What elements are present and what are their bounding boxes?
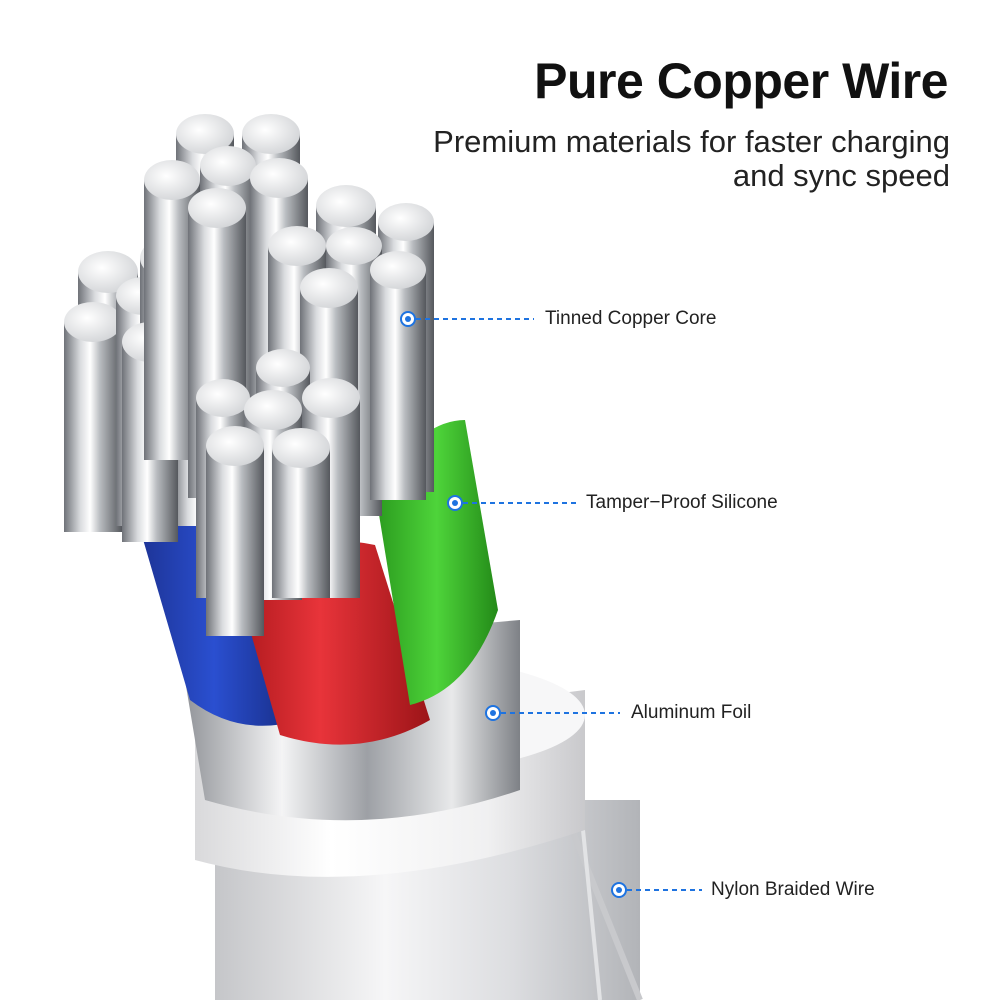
copper-strand [206, 426, 264, 636]
label-nylon-braided-wire: Nylon Braided Wire [711, 879, 875, 900]
label-tinned-copper-core: Tinned Copper Core [545, 308, 717, 329]
callout-pointer-core [400, 311, 534, 327]
label-aluminum-foil: Aluminum Foil [631, 702, 752, 723]
page-subtitle: Premium materials for faster charging an… [390, 125, 950, 193]
callout-pointer-foil [485, 705, 620, 721]
copper-strand [370, 251, 426, 500]
subtitle-line-1: Premium materials for faster charging [433, 124, 950, 159]
callout-pointers [400, 311, 702, 898]
copper-strand [272, 428, 330, 598]
tinned-copper-strands [64, 114, 434, 636]
subtitle-line-2: and sync speed [732, 158, 950, 193]
callout-pointer-nylon [611, 882, 702, 898]
page-title: Pure Copper Wire [534, 53, 948, 109]
copper-strand [64, 302, 122, 532]
callout-pointer-silicone [447, 495, 576, 511]
label-tamper-proof-silicone: Tamper−Proof Silicone [586, 492, 778, 513]
